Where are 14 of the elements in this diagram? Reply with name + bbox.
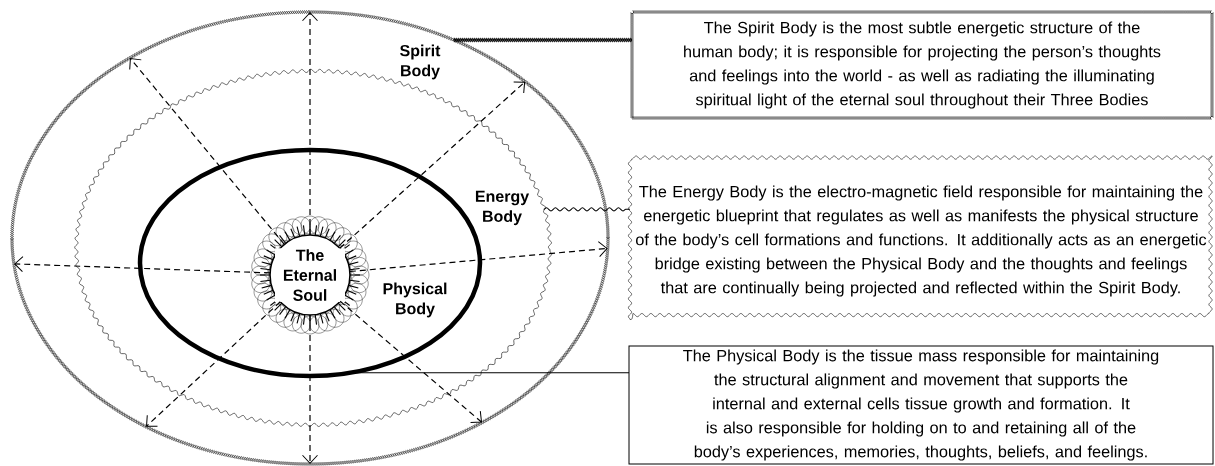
- arrow: [339, 81, 526, 249]
- description-box: The Physical Body is the tissue mass responsible for maintaining the structural alignment and movement that supports the internal and external cells tissue growth and formation. It is also responsible for holding on to and retaining all of the body’s experiences, memories, thoughts, beliefs, and feelings.: [628, 345, 1214, 465]
- arrow: [129, 58, 285, 245]
- arrow: [349, 241, 608, 273]
- description-box: The Energy Body is the electro-magnetic field responsible for maintaining the energetic blueprint that regulates as well as manifests the physical structure of the body’s cell formations and functions. It additionally acts as an energetic bridge existing between the Physical Body and the thoughts and feelings that are continually being projected and reflected within the Spirit Body.: [628, 155, 1213, 320]
- arrow: [146, 301, 281, 427]
- connector-line: [543, 207, 631, 212]
- arrow: [302, 314, 318, 464]
- arrow: [302, 12, 318, 236]
- arrow: [14, 256, 271, 274]
- arrow: [339, 300, 482, 424]
- description-box: The Spirit Body is the most subtle energetic structure of the human body; it is responsible for projecting the person’s thoughts and feelings into the world - as well as radiating the illuminating spiritual light of the eternal soul throughout their Three Bodies: [630, 10, 1214, 120]
- connector-line: [349, 372, 630, 374]
- connector-line: [453, 37, 633, 43]
